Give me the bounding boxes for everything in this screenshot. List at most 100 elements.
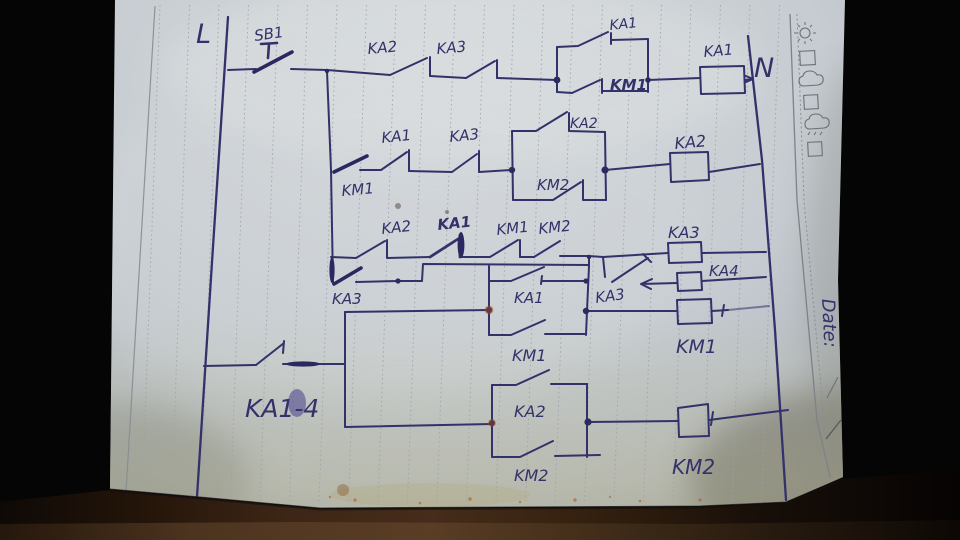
ruled-line bbox=[495, 4, 515, 503]
km1-no-contact-parallel bbox=[488, 319, 587, 336]
label-r3-km2: KM2 bbox=[538, 217, 572, 238]
date-slash-2 bbox=[825, 419, 842, 440]
ka4-coil bbox=[676, 271, 703, 292]
checkbox-icon-2 bbox=[803, 94, 819, 110]
label-r2-km2: KM2 bbox=[537, 176, 569, 194]
ruled-line bbox=[171, 4, 190, 503]
ka3-no-contact-branch bbox=[332, 266, 363, 286]
km1-no-contact bbox=[332, 154, 369, 174]
cloud-icon bbox=[798, 70, 824, 87]
label-r3-nc: KA3 bbox=[594, 285, 626, 307]
ruled-line bbox=[289, 4, 308, 503]
left-margin-line bbox=[125, 5, 156, 493]
ruled-line bbox=[761, 4, 780, 503]
label-r3-ka4: KA4 bbox=[709, 262, 739, 280]
right-rail-wire bbox=[746, 34, 788, 502]
junction-dots bbox=[324, 68, 651, 426]
date-slash-1 bbox=[826, 376, 839, 399]
rust-spot-2 bbox=[488, 419, 496, 427]
label-sb1: SB1 bbox=[253, 23, 285, 45]
paper-stain bbox=[330, 483, 530, 507]
paper-bottom-tint bbox=[110, 0, 845, 508]
label-r4-km1: KM1 bbox=[512, 346, 546, 365]
ruled-line bbox=[259, 4, 279, 503]
ink-blob-ka14-label bbox=[288, 389, 306, 417]
ink-blob-ka1 bbox=[457, 232, 465, 258]
label-r5-coil: KM2 bbox=[672, 455, 715, 479]
label-r3-ka3branch: KA3 bbox=[332, 290, 362, 308]
right-margin-line bbox=[789, 13, 831, 478]
label-r3-km1: KM1 bbox=[496, 218, 530, 239]
ka2-coil bbox=[669, 151, 710, 183]
ruled-line bbox=[436, 4, 456, 503]
left-rail-label: L bbox=[196, 19, 211, 50]
km1-no-contact bbox=[459, 239, 521, 258]
paper-edge-shadow bbox=[109, 477, 844, 511]
right-rail-label: N bbox=[754, 53, 774, 84]
ruled-line bbox=[407, 4, 426, 503]
feeder-wire bbox=[326, 70, 334, 284]
label-r1-ka2: KA2 bbox=[367, 37, 398, 58]
labels: L N SB1 KA2 KA3 KA1 KM1 KA1 KM1 KA1 KA3 … bbox=[196, 15, 774, 485]
ka2-no-contact-parallel bbox=[491, 369, 588, 386]
rung-2 bbox=[332, 111, 761, 201]
km1-coil bbox=[676, 298, 713, 325]
label-r4-ka1: KA1 bbox=[514, 289, 544, 307]
ruled-line bbox=[348, 4, 367, 503]
ka1-no-contact-parallel bbox=[488, 266, 588, 285]
ka3-coil bbox=[667, 241, 703, 264]
ka1-no-contact-parallel bbox=[556, 31, 649, 48]
ink-blob-ka14-wire bbox=[286, 361, 320, 367]
km2-no-contact bbox=[519, 240, 590, 258]
label-r1-km1: KM1 bbox=[610, 76, 647, 94]
ruled-line bbox=[466, 4, 485, 503]
ka3-no-contact bbox=[451, 150, 480, 173]
ruled-line bbox=[230, 4, 249, 503]
ink-blob-feeder bbox=[329, 257, 335, 283]
label-r5-km2: KM2 bbox=[514, 466, 548, 485]
ruled-line bbox=[141, 4, 161, 503]
ka3-no-contact bbox=[465, 59, 498, 79]
km2-no-contact-parallel bbox=[491, 440, 601, 458]
km2-no-contact-parallel bbox=[512, 179, 607, 201]
ka2-no-contact-parallel bbox=[511, 111, 606, 133]
rung-4 bbox=[488, 265, 770, 336]
label-r1-coil: KA1 bbox=[703, 40, 734, 61]
label-r3-coil: KA3 bbox=[668, 223, 700, 242]
ruled-line bbox=[554, 4, 574, 503]
sb1-actuator bbox=[259, 41, 279, 60]
ka2-no-contact bbox=[330, 239, 431, 259]
ka3-nc-contact bbox=[611, 253, 652, 283]
paper-spot bbox=[337, 484, 349, 496]
ka2-no-contact bbox=[389, 56, 431, 77]
label-r2-ka2: KA2 bbox=[570, 116, 598, 132]
paper-speck bbox=[395, 203, 401, 209]
sun-icon bbox=[794, 22, 816, 44]
feeder-ka14 bbox=[203, 309, 493, 428]
ruled-line bbox=[525, 4, 544, 503]
label-r2-coil: KA2 bbox=[674, 131, 707, 153]
rust-spot-1 bbox=[484, 305, 494, 315]
checkbox-icon-3 bbox=[807, 141, 823, 157]
label-r2-ka1: KA1 bbox=[381, 126, 412, 147]
label-r5-ka2: KA2 bbox=[514, 402, 546, 421]
paper-speck2 bbox=[445, 210, 449, 214]
label-r4-coil: KM1 bbox=[676, 336, 717, 358]
rain-cloud-icon bbox=[804, 113, 830, 136]
rust-speckles bbox=[328, 495, 702, 505]
circuit bbox=[195, 15, 789, 502]
km2-coil bbox=[677, 403, 710, 438]
label-r1-ka1: KA1 bbox=[609, 15, 638, 34]
ruled-line bbox=[200, 4, 220, 503]
right-margin-dotted-line bbox=[796, 13, 837, 471]
margin-weather-icons bbox=[794, 22, 830, 157]
label-r2-km1: KM1 bbox=[341, 179, 375, 200]
label-r1-ka3: KA3 bbox=[436, 37, 467, 58]
left-rail-wire bbox=[195, 15, 230, 499]
date-label: Date: bbox=[817, 298, 841, 348]
checkbox-icon-1 bbox=[799, 50, 816, 66]
km1-no-contact-parallel bbox=[556, 78, 649, 94]
label-ka14: KA1-4 bbox=[245, 394, 319, 423]
